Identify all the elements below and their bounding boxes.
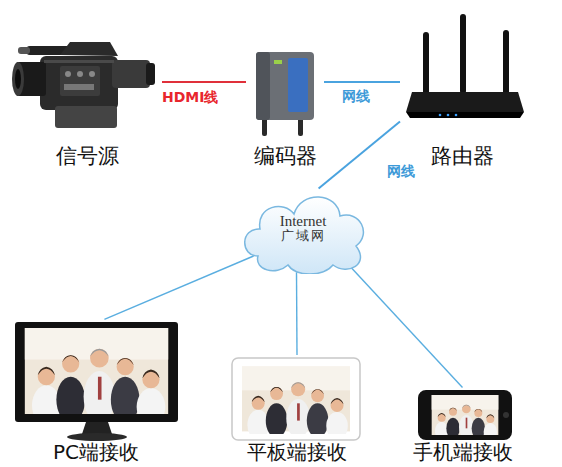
- phone-node: 手机端接收: [400, 386, 525, 465]
- device-label: 信号源: [56, 145, 119, 168]
- camera-node: 信号源: [12, 35, 162, 170]
- monitor-base: [67, 433, 127, 441]
- camera-viewfinder: [112, 60, 150, 88]
- encoder-side: [256, 52, 270, 120]
- camera-mic-foam: [18, 47, 30, 54]
- router-node: 路由器: [400, 8, 525, 170]
- camera-handle: [60, 42, 118, 56]
- phone-screen: [432, 395, 499, 440]
- router-illustration: [406, 14, 524, 118]
- camera-switch: [64, 84, 94, 90]
- connector-line: [345, 261, 463, 388]
- cloud-subtitle: 广域网: [281, 229, 326, 243]
- encoder-illustration: [256, 52, 314, 136]
- phone-illustration: [418, 390, 512, 440]
- camera-body: [40, 56, 118, 110]
- encoder-label: [288, 58, 308, 112]
- device-label: 手机端接收: [413, 441, 513, 463]
- camera-glass: [15, 69, 21, 89]
- device-label: 编码器: [254, 145, 317, 168]
- tablet-node: 平板端接收: [228, 355, 366, 465]
- camera-illustration: [12, 42, 155, 128]
- phone-frame: [418, 390, 512, 440]
- router-antenna: [503, 30, 509, 98]
- tablet-screen: [242, 367, 350, 440]
- cable-label: HDMI线: [160, 89, 220, 105]
- router-led: [447, 114, 450, 117]
- camera-eyecup: [146, 63, 155, 85]
- encoder-node: 编码器: [246, 40, 324, 170]
- connector-line: [324, 81, 400, 83]
- monitor-screen: [25, 328, 168, 425]
- cloud-title: Internet: [280, 213, 327, 230]
- tablet-illustration: [232, 358, 360, 440]
- router-antenna: [423, 32, 429, 98]
- router-front: [406, 112, 524, 118]
- camera-button: [65, 71, 71, 77]
- router-body: [406, 92, 524, 112]
- encoder-body: [256, 52, 314, 120]
- cloud-node: Internet广域网: [238, 184, 368, 274]
- monitor-stand: [82, 422, 112, 434]
- tablet-frame: [232, 358, 360, 440]
- connector-line: [296, 272, 298, 355]
- cable-label: 网线: [340, 88, 372, 104]
- connector-line: [162, 81, 246, 83]
- router-led: [455, 114, 458, 117]
- router-antenna: [460, 14, 466, 94]
- device-label: 路由器: [431, 145, 494, 168]
- cloud-outline: [245, 197, 364, 274]
- router-led: [439, 114, 442, 117]
- pc-node: PC端接收: [12, 318, 180, 465]
- camera-button: [77, 71, 83, 77]
- camera-panel: [60, 66, 100, 96]
- connector-line: [104, 256, 253, 319]
- monitor-illustration: [15, 322, 178, 441]
- cable-label: 网线: [385, 163, 417, 179]
- camera-highlight: [44, 60, 114, 63]
- camera-lens-front: [12, 62, 24, 96]
- camera-button: [89, 71, 95, 77]
- device-label: PC端接收: [53, 441, 139, 463]
- phone-button: [503, 412, 509, 418]
- device-label: 平板端接收: [247, 441, 347, 463]
- encoder-led: [274, 60, 282, 64]
- camera-base: [55, 106, 117, 128]
